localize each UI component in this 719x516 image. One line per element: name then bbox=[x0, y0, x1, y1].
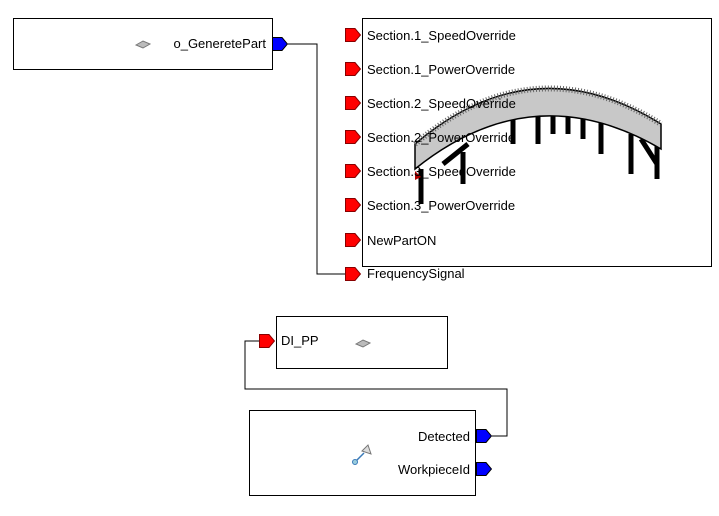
input-port[interactable] bbox=[345, 267, 361, 281]
input-label: Section.3_SpeedOverride bbox=[367, 164, 516, 179]
input-label: Section.2_PowerOverride bbox=[367, 130, 516, 145]
curved-conveyor-image bbox=[413, 85, 663, 204]
conveyor-block[interactable]: Section.1_SpeedOverride Section.1_PowerO… bbox=[362, 18, 712, 267]
input-label: Section.3_PowerOverride bbox=[367, 198, 516, 213]
input-label: DI_PP bbox=[281, 333, 319, 348]
output-port[interactable] bbox=[476, 429, 492, 443]
signal-block-icon bbox=[135, 40, 151, 49]
output-port[interactable] bbox=[476, 462, 492, 476]
logic-block[interactable]: DI_PP bbox=[276, 316, 448, 369]
input-port[interactable] bbox=[345, 96, 361, 110]
input-port[interactable] bbox=[345, 164, 361, 178]
input-label: Section.1_SpeedOverride bbox=[367, 28, 516, 43]
sensor-block[interactable]: Detected WorkpieceId bbox=[249, 410, 476, 496]
signal-block-icon bbox=[355, 339, 371, 348]
input-port[interactable] bbox=[345, 130, 361, 144]
output-port[interactable] bbox=[272, 37, 288, 51]
wire-detected-to-dipp bbox=[244, 340, 508, 437]
input-port[interactable] bbox=[345, 198, 361, 212]
generator-block[interactable]: o_GeneretePart bbox=[13, 18, 273, 70]
input-port[interactable] bbox=[345, 62, 361, 76]
wire-generate-to-frequency bbox=[288, 43, 345, 275]
input-port[interactable] bbox=[345, 233, 361, 247]
input-label: Section.1_PowerOverride bbox=[367, 62, 516, 77]
input-port[interactable] bbox=[345, 28, 361, 42]
output-label: o_GeneretePart bbox=[173, 36, 266, 51]
output-label: Detected bbox=[417, 429, 470, 444]
sensor-icon bbox=[352, 444, 372, 465]
input-label: Section.2_SpeedOverride bbox=[367, 96, 516, 111]
output-label: WorkpieceId bbox=[397, 462, 470, 477]
input-port[interactable] bbox=[259, 334, 275, 348]
input-label: FrequencySignal bbox=[367, 266, 465, 281]
input-label: NewPartON bbox=[367, 233, 437, 248]
